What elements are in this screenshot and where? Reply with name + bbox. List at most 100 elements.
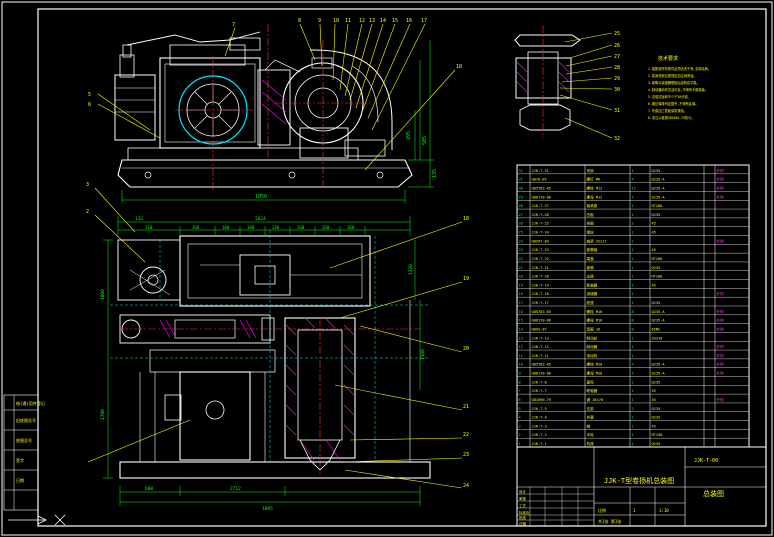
bom-cell: 外购 xyxy=(717,353,725,358)
inner-border xyxy=(37,8,767,527)
bom-cell: Q235-A xyxy=(652,319,666,323)
bom-cell: 1 xyxy=(632,398,634,402)
top-dim-6: 240 xyxy=(272,225,280,230)
bom-cell: Q235-A xyxy=(652,310,666,314)
bom-cell: JJK-T-1 xyxy=(532,442,547,446)
bom-cell: 8 xyxy=(632,310,634,314)
balloon-32: 32 xyxy=(614,136,620,142)
bom-cell: Q235 xyxy=(652,407,661,411)
note-line-5: 6.钢丝绳排列应整齐,不得有乱绳。 xyxy=(648,101,698,106)
top-dim-11: 1700 xyxy=(100,409,106,420)
bom-cell: JJK-T-25 xyxy=(532,222,549,226)
bom-cell: 9 xyxy=(519,372,521,376)
bom-cell: HT150 xyxy=(652,433,663,437)
bom-cell: 1 xyxy=(632,380,634,384)
tb-label-0: 设计 xyxy=(519,489,527,494)
bom-cell: JJK-T-3 xyxy=(532,424,547,428)
balloon-22: 22 xyxy=(463,432,469,438)
bom-cell: HT200 xyxy=(652,257,663,261)
bom-cell: 螺栓 M16 xyxy=(587,309,603,314)
bom-cell: 护罩 xyxy=(587,415,595,420)
bom-cell: 4 xyxy=(632,363,634,367)
balloon-15: 15 xyxy=(392,18,398,24)
bom-cell: 螺母 M16 xyxy=(587,318,603,323)
note-line-4: 5.空载试运转不少于30分钟。 xyxy=(648,94,691,99)
balloon-25: 25 xyxy=(614,31,620,37)
bom-cell: 25 xyxy=(519,231,523,235)
top-dim-5: 180 xyxy=(247,225,255,230)
bom-cell: 2 xyxy=(632,222,634,226)
top-dim-9: 160 xyxy=(347,225,355,230)
bom-cell: JJK-T-11 xyxy=(532,354,549,358)
bom-cell: GB1096-79 xyxy=(532,398,551,402)
bom-cell: 制动轮 xyxy=(587,335,598,340)
bom-cell: 24 xyxy=(519,239,523,243)
top-dim-22: 600 xyxy=(145,486,153,492)
bom-cell: 1 xyxy=(632,248,634,252)
bom-cell: 底座 xyxy=(587,300,595,305)
tb-label-5: 日期 xyxy=(519,521,527,526)
balloon-8: 8 xyxy=(298,18,301,24)
qty-value: 1 xyxy=(633,508,636,513)
bom-cell: JJK-T-31 xyxy=(532,169,549,173)
bom-cell: JJK-T-7 xyxy=(532,389,547,393)
sheet-label: 总装图 xyxy=(703,489,724,498)
bom-cell: 螺栓 M20 xyxy=(587,362,603,367)
bom-cell: HT200 xyxy=(652,275,663,279)
bom-cell: 22 xyxy=(519,257,523,261)
balloon-31: 31 xyxy=(614,108,620,114)
bom-cell: JJK-T-20 xyxy=(532,275,549,279)
balloon-28: 28 xyxy=(614,65,620,71)
top-dim-12: 1320 xyxy=(408,264,414,275)
stamp-label-4: 日期 xyxy=(16,477,24,483)
front-view: 7 8 9 10 11 12 13 14 15 16 17 5 6 18 105… xyxy=(88,18,462,203)
technical-notes: 技术要求 1.装配前所有零件必须清洗干净,去除毛刺。 2.各润滑部位按规定加注润… xyxy=(648,55,711,120)
bom-cell: 29 xyxy=(519,195,523,199)
bom-cell: 11 xyxy=(519,354,523,358)
detail-view: 25 26 27 28 29 30 31 32 xyxy=(514,25,620,142)
bom-cell: JJK-T-5 xyxy=(532,407,547,411)
balloon-2: 2 xyxy=(86,209,89,215)
notes-title: 技术要求 xyxy=(658,55,678,62)
bom-cell: 1 xyxy=(632,354,634,358)
bom-cell: GB5783-85 xyxy=(532,186,551,190)
bom-cell: 电动机 xyxy=(587,353,598,358)
bom-cell: 外购 xyxy=(717,344,725,349)
bom-cell: JJK-T-23 xyxy=(532,248,549,252)
bom-cell: 65Mn xyxy=(652,327,661,331)
bom-cell: JJK-T-18 xyxy=(532,292,549,296)
stamp-label-1: 旧底图总号 xyxy=(16,417,36,423)
balloon-24: 24 xyxy=(463,483,469,489)
bom-cell: 联轴器 xyxy=(587,282,598,287)
bom-cell: 2 xyxy=(632,407,634,411)
bom-cell: 4 xyxy=(632,178,634,182)
bom-cell: Q235 xyxy=(652,266,661,270)
balloon-12: 12 xyxy=(359,18,365,24)
bom-cell: 卷筒 xyxy=(587,265,595,270)
top-dim-2: 110 xyxy=(145,225,153,230)
bom-cell: 23 xyxy=(519,248,523,252)
balloon-11: 11 xyxy=(345,18,351,24)
bom-cell: 2 xyxy=(519,433,521,437)
stamp-label-2: 底图总号 xyxy=(16,437,32,443)
bom-cell: 端盖 xyxy=(587,256,595,261)
bom-cell: 1 xyxy=(632,231,634,235)
bom-cell: HT200 xyxy=(652,204,663,208)
bom-cell: 27 xyxy=(519,213,523,217)
bom-cell: 1 xyxy=(632,292,634,296)
bom-cell: Q235 xyxy=(652,442,661,446)
bom-cell: JJK-T-2 xyxy=(532,433,547,437)
front-dim-length: 1050 xyxy=(255,194,267,200)
bom-cell: 13 xyxy=(519,336,523,340)
bom-cell: 5 xyxy=(519,407,521,411)
top-dim-7: 260 xyxy=(297,225,305,230)
balloon-5: 5 xyxy=(88,92,91,98)
tb-label-2: 工艺 xyxy=(519,503,527,508)
bom-cell: 16 xyxy=(519,310,523,314)
bom-cell: 2 xyxy=(632,239,634,243)
bom-cell: JJK-T-26 xyxy=(532,213,549,217)
bom-cell: Q235 xyxy=(652,380,661,384)
bom-cell: JJK-T-17 xyxy=(532,301,549,305)
bom-cell: 1 xyxy=(632,389,634,393)
